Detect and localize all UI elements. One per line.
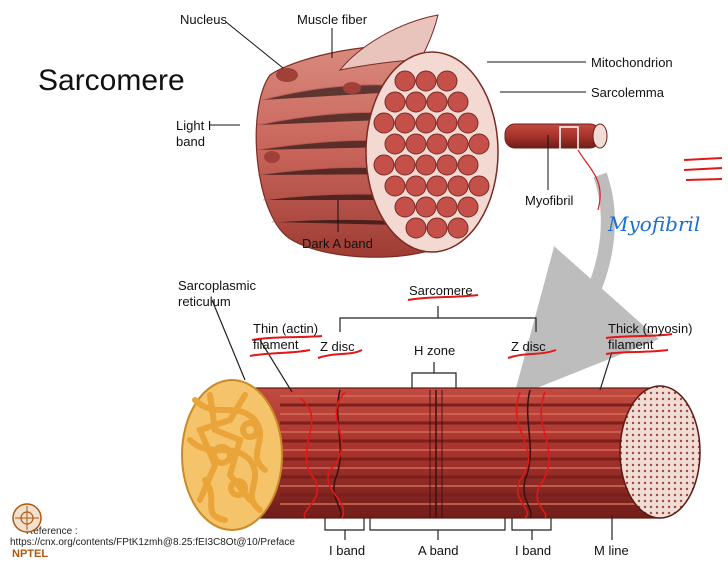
nptel-logo-text: NPTEL [12,548,48,560]
myofibril-circle [406,92,426,112]
myofibril-circle [395,155,415,175]
single-myofibril [505,124,607,153]
muscle-fiber-label: Muscle fiber [297,12,367,27]
myofibril-circle [448,92,468,112]
light-i-band-label-line1: Light I [176,118,211,133]
nucleus-shape [264,151,280,163]
z-disc-right-label: Z disc [511,339,546,354]
myofibril-circle [448,176,468,196]
myofibril-circle [427,218,447,238]
myofibril-circle [395,197,415,217]
myofibril-circle [427,176,447,196]
i-band-right-label: I band [515,543,551,558]
reference-prefix: Reference : [26,526,295,537]
myofibril-circle [416,113,436,133]
myofibril-circle [385,176,405,196]
thin-filament-label-line1: Thin (actin) [253,321,318,336]
sarcoplasmic-label-line1: Sarcoplasmic [178,278,256,293]
myofibril-circle [406,134,426,154]
thick-filament-label-line2: filament [608,337,654,352]
myofibril-circle [427,134,447,154]
myofibril-circle [406,218,426,238]
myofibril-label: Myofibril [525,193,573,208]
myofibril-circle [458,197,478,217]
page-title: Sarcomere [38,64,185,98]
myofibril-circle [395,71,415,91]
nucleus-shape [343,82,361,94]
myofibril-circle [458,155,478,175]
m-line-label: M line [594,543,629,558]
mitochondrion-label: Mitochondrion [591,55,673,70]
myofibril-circle [406,176,426,196]
myofibril-circle [385,134,405,154]
myofibril-circle [469,176,489,196]
myofibril-circle [416,197,436,217]
bundle-body [240,388,660,518]
myofibril-circle [416,155,436,175]
red-annotation-stroke [578,150,600,210]
myofibril-circle [469,134,489,154]
myofibril-circle [437,155,457,175]
handwritten-lines [684,158,722,180]
nptel-logo-icon [12,500,42,536]
sarcoplasmic-reticulum-mesh [182,380,282,530]
muscle-fiber-illustration [256,15,607,257]
nucleus-shape [276,68,298,82]
myofibril-circle [416,71,436,91]
thick-filament-label-line1: Thick (myosin) [608,321,693,336]
myofibril-circle [395,113,415,133]
myofibril-circle [448,218,468,238]
myofibril-circle [385,92,405,112]
sarcomere-bundle [182,380,700,530]
thin-filament-label-line2: filament [253,337,299,352]
bundle-cross-section [620,386,700,518]
myofibril-circle [458,113,478,133]
myofibril-circle [437,71,457,91]
myofibril-circle [374,113,394,133]
reference-link[interactable]: https://cnx.org/contents/FPtK1zmh@8.25:f… [10,537,295,548]
nucleus-label: Nucleus [180,12,227,27]
myofibril-circle [427,92,447,112]
myofibril-circle [448,134,468,154]
h-zone-label: H zone [414,343,455,358]
reference-text: Reference : https://cnx.org/contents/FPt… [10,526,295,548]
sarcomere-label: Sarcomere [409,283,473,298]
dark-a-band-label: Dark A band [302,236,373,251]
myofibril-circle [437,113,457,133]
light-i-band-label-line2: band [176,134,205,149]
sarcoplasmic-label-line2: reticulum [178,294,231,309]
z-disc-left-label: Z disc [320,339,355,354]
handwritten-myofibril-note: Myofibril [608,212,700,236]
a-band-label: A band [418,543,459,558]
myofibril-circle [437,197,457,217]
myofibril-circle [374,155,394,175]
i-band-left-label: I band [329,543,365,558]
sarcolemma-label: Sarcolemma [591,85,664,100]
